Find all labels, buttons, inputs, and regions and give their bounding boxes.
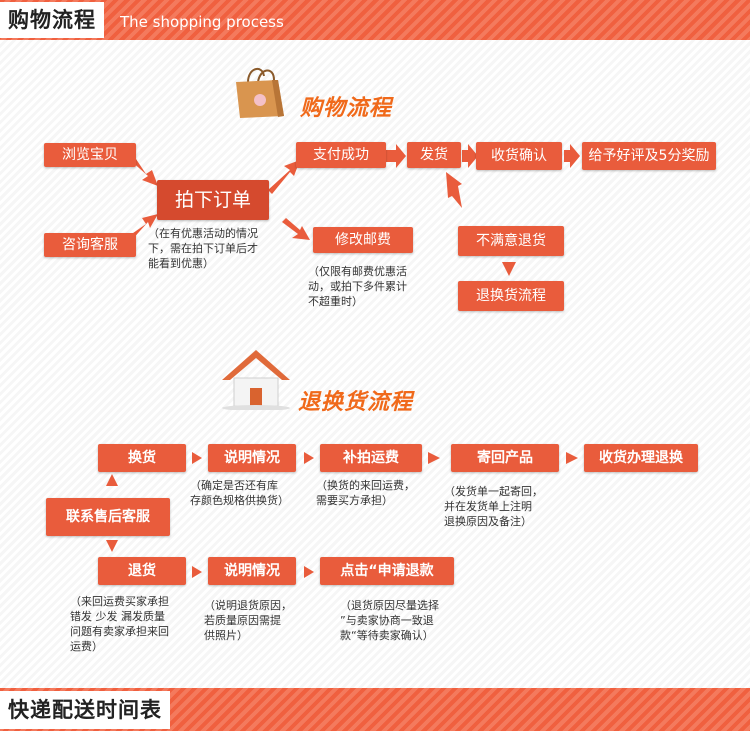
arrow-icon <box>192 452 202 464</box>
note-stock: （确定是否还有库 存颜色规格供换货） <box>190 479 289 507</box>
arrow-icon <box>428 452 440 464</box>
arrow-icon <box>192 566 202 578</box>
note-shipping-cost: （换货的来回运费， 需要买方承担） <box>316 479 415 507</box>
postage-note: （仅限有邮费优惠活 动，或拍下多件累计 不超重时） <box>308 265 407 308</box>
step-pay-success: 支付成功 <box>296 142 386 168</box>
step-send-back: 寄回产品 <box>451 444 559 472</box>
top-header-banner <box>0 0 750 40</box>
step-unsatisfied-return: 不满意退货 <box>458 226 564 256</box>
arrow-icon <box>446 172 462 208</box>
step-modify-postage: 修改邮费 <box>313 227 413 253</box>
step-browse: 浏览宝贝 <box>44 143 136 167</box>
house-icon <box>222 350 290 410</box>
order-note: （在有优惠活动的情况 下，需在拍下订单后才 能看到优惠） <box>148 227 258 270</box>
step-repay-shipping: 补拍运费 <box>320 444 422 472</box>
arrow-icon <box>566 452 578 464</box>
arrow-icon <box>304 452 314 464</box>
note-return-cost: （来回运费买家承担 错发 少发 漏发质量 问题有卖家承担来回 运费） <box>70 595 169 653</box>
step-good-review: 给予好评及5分奖励 <box>582 142 716 170</box>
step-explain-1: 说明情况 <box>208 444 296 472</box>
arrow-icon <box>502 262 516 276</box>
top-header-title: 购物流程 <box>0 2 104 38</box>
arrow-icon <box>462 144 478 168</box>
bottom-header-title: 快递配送时间表 <box>0 691 170 729</box>
step-confirm-receipt: 收货确认 <box>476 142 562 170</box>
arrow-icon <box>282 218 310 240</box>
step-ship: 发货 <box>407 142 461 168</box>
step-exchange: 换货 <box>98 444 186 472</box>
note-send-back: （发货单一起寄回， 并在发货单上注明 退换原因及备注） <box>444 485 543 528</box>
arrow-icon <box>130 156 158 186</box>
step-receive-exchange: 收货办理退换 <box>584 444 698 472</box>
step-contact-service: 联系售后客服 <box>46 498 170 536</box>
section1-title: 购物流程 <box>300 96 393 121</box>
note-refund-choice: （退货原因尽量选择 ”与卖家协商一致退 款“等待卖家确认） <box>340 599 439 642</box>
arrow-icon <box>564 144 580 168</box>
arrow-icon <box>384 144 406 168</box>
step-click-apply: 点击“申请退款 <box>320 557 454 585</box>
step-return: 退货 <box>98 557 186 585</box>
step-exchange-flow: 退换货流程 <box>458 281 564 311</box>
step-explain-2: 说明情况 <box>208 557 296 585</box>
note-return-reason: （说明退货原因， 若质量原因需提 供照片） <box>204 599 292 642</box>
arrow-icon <box>268 160 300 194</box>
top-header-subtitle: The shopping process <box>120 13 284 31</box>
step-consult: 咨询客服 <box>44 233 136 257</box>
arrow-icon <box>304 566 314 578</box>
section2-title: 退换货流程 <box>298 390 414 415</box>
arrow-icon <box>106 540 118 552</box>
shopping-bag-icon <box>236 67 284 118</box>
step-place-order: 拍下订单 <box>157 180 269 220</box>
arrow-icon <box>106 474 118 486</box>
